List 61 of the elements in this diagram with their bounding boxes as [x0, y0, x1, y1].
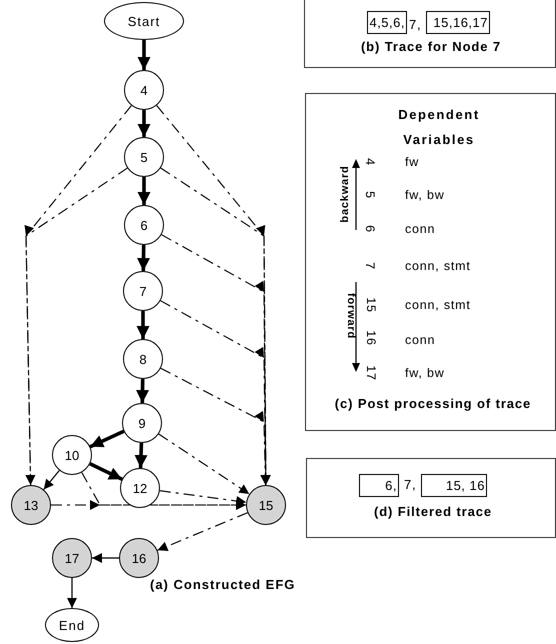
node-number: 6	[362, 225, 377, 233]
node-circle: 8	[123, 339, 163, 379]
panel	[306, 458, 556, 538]
variable-list: conn	[405, 222, 436, 236]
node-number: 16	[364, 330, 378, 346]
node-circle: 5	[124, 137, 164, 177]
panel-caption: (d) Filtered trace	[372, 504, 494, 519]
variable-list: fw	[405, 155, 420, 169]
column-heading: Dependent Variables	[397, 106, 481, 149]
arrow	[138, 110, 150, 137]
terminal-oval: End	[45, 608, 99, 642]
node-circle: 9	[122, 403, 162, 443]
arrow	[157, 512, 248, 552]
node-circle: 7	[123, 271, 163, 311]
terminal-oval: Start	[104, 2, 184, 40]
trace-box: 15,16,17	[426, 11, 490, 34]
figure-caption: (a) Constructed EFG	[150, 577, 296, 592]
arrow	[43, 470, 60, 490]
node-number: 17	[364, 365, 378, 381]
node-circle: 4	[124, 70, 164, 110]
node-number: 5	[362, 191, 377, 199]
arrow	[134, 442, 148, 468]
variable-list: conn, stmt	[405, 259, 471, 273]
arrow	[137, 244, 150, 272]
arrow	[89, 430, 125, 448]
node-number: 15	[364, 297, 378, 313]
node-circle: 17	[52, 538, 92, 578]
node-number: 7	[362, 262, 377, 270]
trace-box: 6,	[359, 474, 399, 497]
arrow	[136, 311, 150, 339]
node-circle: 10	[52, 435, 92, 475]
node-number: 4	[362, 158, 377, 166]
arrow	[67, 578, 77, 608]
panel-caption: (b) Trace for Node 7	[360, 39, 502, 54]
panel	[304, 0, 556, 68]
panel-caption: (c) Post processing of trace	[334, 396, 532, 411]
arrow	[89, 462, 123, 481]
arrow	[51, 500, 246, 510]
arrow	[92, 553, 119, 563]
trace-number: 7,	[409, 17, 422, 32]
arrow	[160, 490, 246, 506]
variable-list: fw, bw	[405, 188, 445, 202]
trace-box: 15, 16	[421, 474, 487, 497]
arrow	[25, 168, 128, 485]
arrow	[158, 434, 250, 494]
node-circle: 13	[11, 485, 51, 525]
variable-list: fw, bw	[405, 366, 445, 380]
node-circle: 6	[124, 205, 164, 245]
variable-list: conn, stmt	[405, 298, 471, 312]
arrow	[136, 378, 150, 404]
node-circle: 15	[246, 485, 286, 525]
panel	[305, 93, 556, 431]
arrow	[138, 40, 150, 70]
trace-number: 7,	[404, 477, 416, 492]
variable-list: conn	[405, 333, 436, 347]
direction-label: forward	[345, 292, 357, 341]
arrow	[138, 177, 150, 205]
direction-label: backward	[339, 164, 351, 225]
node-circle: 12	[120, 468, 160, 508]
node-circle: 16	[119, 538, 159, 578]
trace-box: 4,5,6,	[367, 11, 407, 34]
